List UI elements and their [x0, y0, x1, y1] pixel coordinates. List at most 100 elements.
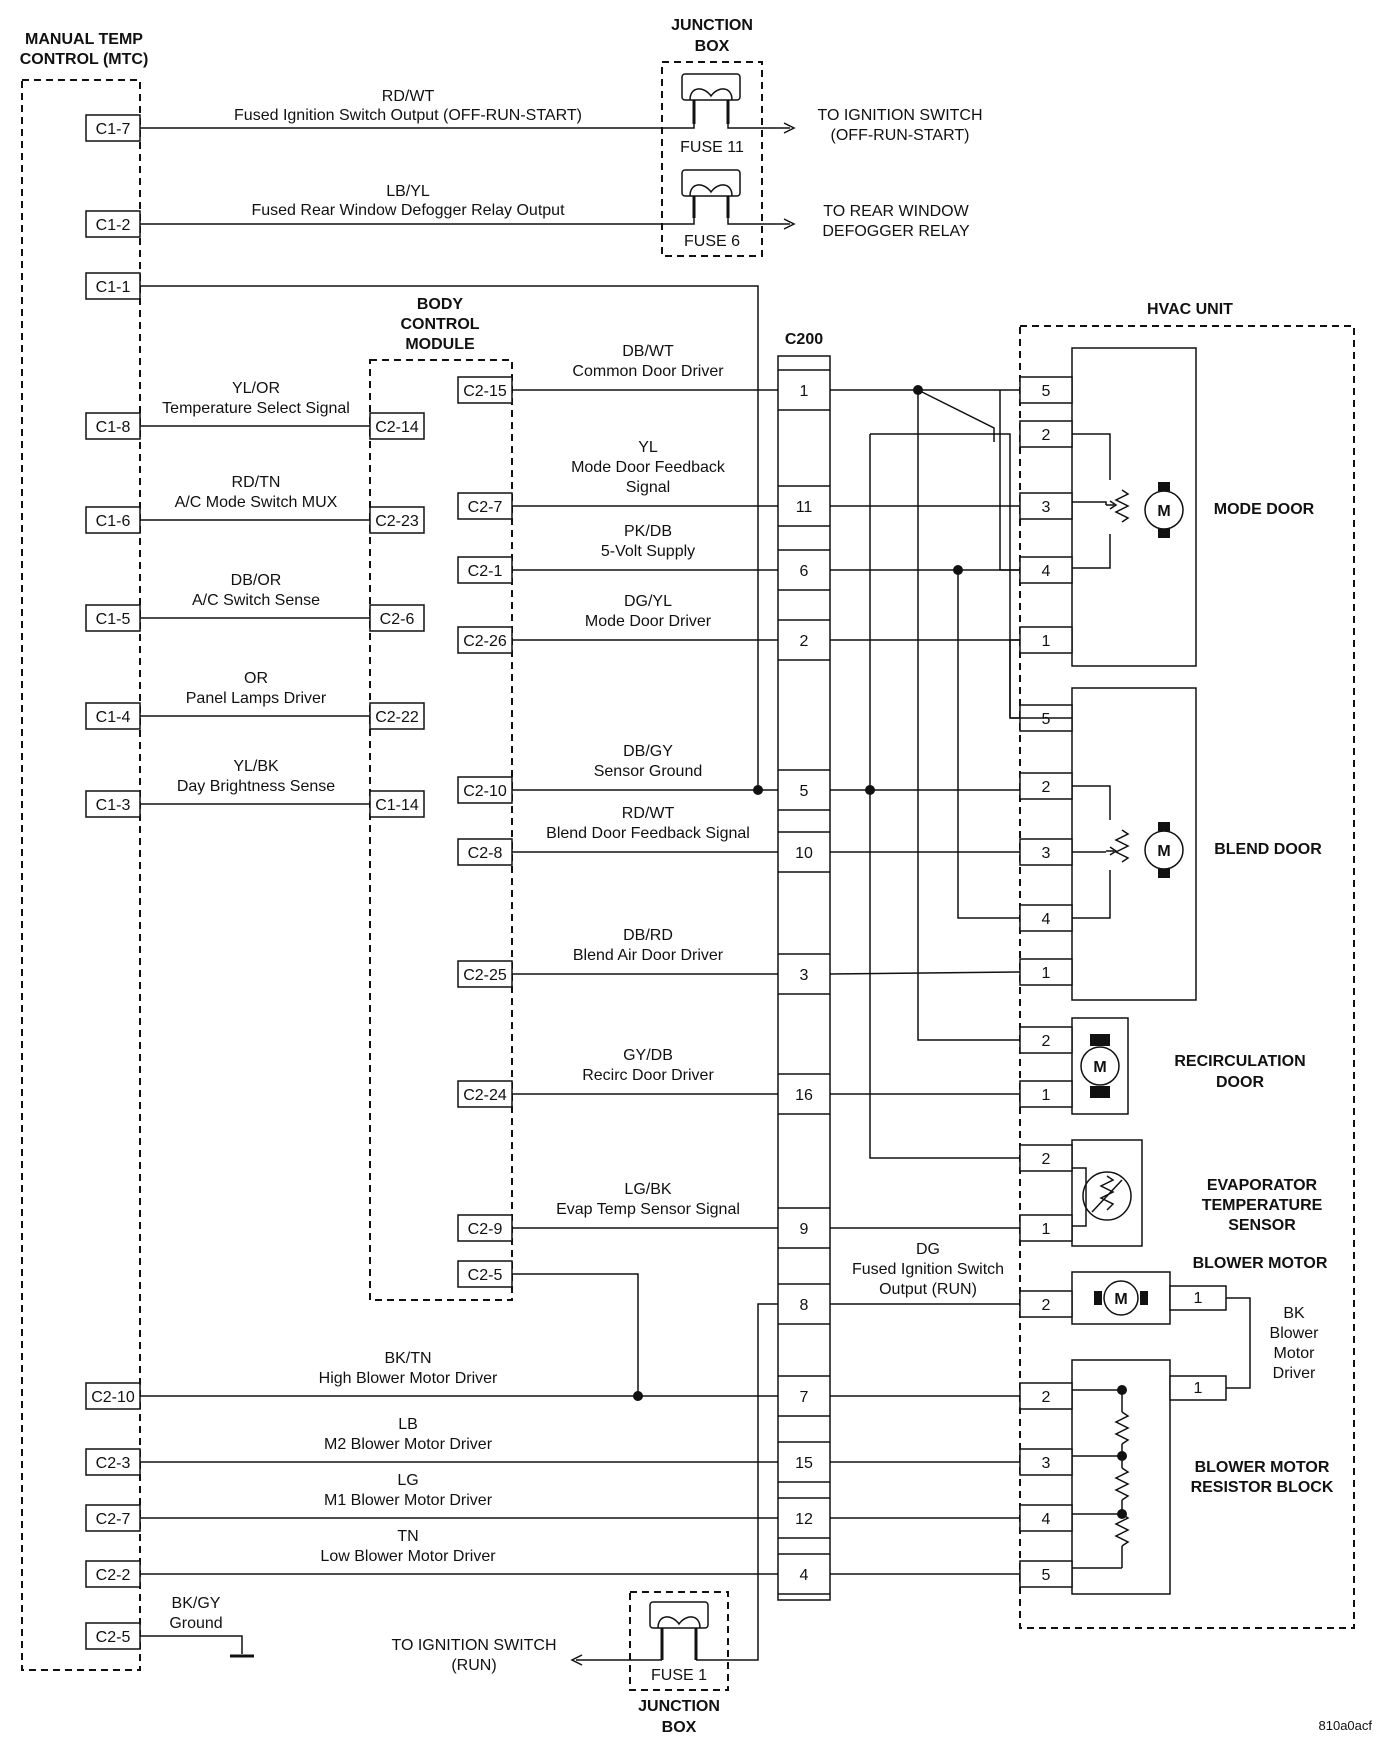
hvac-comp-3-pin-2-box: [1019, 1080, 1073, 1108]
mtc-pin-2: C1-2: [96, 217, 131, 234]
hvac-comp-1-pin-1: 5: [1042, 383, 1051, 400]
c200-pin-8: 16: [795, 1087, 813, 1104]
c200-title: C200: [785, 331, 823, 348]
blower-motor-label: BLOWER MOTOR: [1193, 1255, 1328, 1272]
evap-sensor-label-line3: SENSOR: [1228, 1217, 1296, 1234]
mtc-pin-9-box: [85, 1382, 141, 1410]
mtc-pin-10: C2-3: [96, 1455, 131, 1472]
wire-blower-3-desc: M1 Blower Motor Driver: [324, 1492, 493, 1509]
blend-door-pot-icon: [1106, 829, 1130, 863]
mtc-pin-3: C1-1: [96, 279, 131, 296]
wire-bcm-c200-4-desc-1: Mode Door Driver: [585, 613, 712, 630]
wire-mtc-bcm-2-color: RD/TN: [232, 474, 281, 491]
recirc-door-label-line1: RECIRCULATION: [1174, 1053, 1305, 1070]
bcm-left-pin-5: C1-14: [375, 797, 419, 814]
mtc-pin-5-box: [85, 506, 141, 534]
fused-run-desc-line2: Output (RUN): [879, 1281, 977, 1298]
lower-wiring: DG Fused Ignition Switch Output (RUN) BK…: [140, 1241, 1004, 1661]
wire-mtc-bcm-4-color: OR: [244, 670, 268, 687]
resistor-pin-1-box: [1169, 1375, 1227, 1401]
dest-ignition-run-line1: TO IGNITION SWITCH: [391, 1637, 556, 1654]
mode-door-pot-icon: [1106, 489, 1130, 523]
hvac-comp-1-pin-5-box: [1019, 626, 1073, 654]
mtc-pin-3-box: [85, 272, 141, 300]
resistor-pin-1: 1: [1194, 1380, 1203, 1397]
blend-door-motor-icon: M: [1144, 822, 1184, 878]
hvac-comp-2-pin-5: 1: [1042, 965, 1051, 982]
hvac-comp-4-pin-2: 1: [1042, 1221, 1051, 1238]
svg-text:M: M: [1093, 1059, 1106, 1076]
hvac-comp-1-pin-2-box: [1019, 420, 1073, 448]
fused-run-desc-line1: Fused Ignition Switch: [852, 1261, 1004, 1278]
mtc-pins: C1-7C1-2C1-1C1-8C1-6C1-5C1-4C1-3C2-10C2-…: [85, 114, 141, 1650]
hvac-comp-4-pin-1-box: [1019, 1144, 1073, 1172]
bcm-right-pin-10: C2-5: [468, 1267, 503, 1284]
hvac-comp-1-pin-4: 4: [1042, 563, 1051, 580]
resistor-pin-3-box: [1019, 1448, 1073, 1476]
resistor-ladder-icon: [1114, 1385, 1130, 1568]
junction-box-bottom-title-line2: BOX: [662, 1719, 697, 1736]
wire-bcm-c200-2-color: YL: [638, 439, 658, 456]
wire-bcm-c200-7-desc-1: Blend Air Door Driver: [573, 947, 724, 964]
bcm-pins: C2-14C2-23C2-6C2-22C1-14C2-15C2-7C2-1C2-…: [369, 376, 513, 1288]
hvac-unit: HVAC UNIT M MODE DOOR M BLEND DOO: [1019, 301, 1355, 1629]
bcm-left-pin-2: C2-23: [375, 513, 419, 530]
bcm-left-pin-3: C2-6: [380, 611, 415, 628]
bcm-right-pin-6-box: [457, 838, 513, 866]
hvac-comp-1-pin-4-box: [1019, 556, 1073, 584]
hvac-comp-2-pin-3: 3: [1042, 845, 1051, 862]
wire-bcm-c200-2-desc-2: Signal: [626, 479, 670, 496]
bcm-title-line3: MODULE: [405, 336, 475, 353]
mtc-pin-7-box: [85, 702, 141, 730]
hvac-comp-1-pin-3-box: [1019, 492, 1073, 520]
fuse-1-label: FUSE 1: [651, 1667, 707, 1684]
mtc-pin-7: C1-4: [96, 709, 131, 726]
mtc-pin-9: C2-10: [91, 1389, 135, 1406]
hvac-comp-2-pin-2-box: [1019, 772, 1073, 800]
evap-sensor-label-line1: EVAPORATOR: [1207, 1177, 1318, 1194]
wire-mtc-bcm-3-desc: A/C Switch Sense: [192, 592, 320, 609]
fuse-11-icon: [681, 73, 741, 124]
resistor-pin-5: 5: [1042, 1567, 1051, 1584]
c200-pin-3: 6: [800, 563, 809, 580]
c200-pin-2: 11: [796, 499, 813, 516]
c200-pin-5: 5: [800, 783, 809, 800]
mtc-pin-8-box: [85, 790, 141, 818]
recirc-motor-icon: M: [1080, 1034, 1120, 1098]
wire-mtc-bcm-4-desc: Panel Lamps Driver: [186, 690, 327, 707]
ground-wire-color: BK/GY: [172, 1595, 221, 1612]
wire-bcm-c200-8-color: GY/DB: [623, 1047, 673, 1064]
resistor-block-label-line1: BLOWER MOTOR: [1195, 1459, 1330, 1476]
wire-mtc-bcm-2-desc: A/C Mode Switch MUX: [175, 494, 338, 511]
wire-bcm-c200-1-color: DB/WT: [622, 343, 674, 360]
evap-sensor-label-line2: TEMPERATURE: [1202, 1197, 1323, 1214]
bcm-title-line1: BODY: [417, 296, 464, 313]
dest-ignition-run-line2: (RUN): [451, 1657, 496, 1674]
junction-box-bottom: FUSE 1 JUNCTION BOX TO IGNITION SWITCH (…: [391, 1591, 729, 1736]
hvac-comp-2-pin-4: 4: [1042, 911, 1051, 928]
bcm-right-pin-7-box: [457, 960, 513, 988]
bcm-left-pin-4: C2-22: [375, 709, 419, 726]
dest-ignition-line1: TO IGNITION SWITCH: [817, 107, 982, 124]
bcm-right-pin-9-box: [457, 1214, 513, 1242]
hvac-comp-1-pin-5: 1: [1042, 633, 1051, 650]
bcm-title-line2: CONTROL: [400, 316, 479, 333]
bcm-right-pin-2: C2-7: [468, 499, 503, 516]
hvac-comp-1-pin-3: 3: [1042, 499, 1051, 516]
fused-run-color: DG: [916, 1241, 940, 1258]
wire-bcm-c200-8-desc-1: Recirc Door Driver: [582, 1067, 714, 1084]
mtc-pin-4: C1-8: [96, 419, 131, 436]
resistor-pin-5-box: [1019, 1560, 1073, 1588]
c200-pin-1: 1: [800, 383, 809, 400]
c200-pin-6: 10: [795, 845, 813, 862]
mtc-pin-12-box: [85, 1560, 141, 1588]
bk-wire-desc-line3: Driver: [1273, 1365, 1316, 1382]
wire-bcm-c200-4-color: DG/YL: [624, 593, 672, 610]
bcm-right-pin-4: C2-26: [463, 633, 507, 650]
bcm-right-pin-8: C2-24: [463, 1087, 507, 1104]
resistor-block-label-line2: RESISTOR BLOCK: [1191, 1479, 1334, 1496]
bcm-right-pin-5-box: [457, 776, 513, 804]
